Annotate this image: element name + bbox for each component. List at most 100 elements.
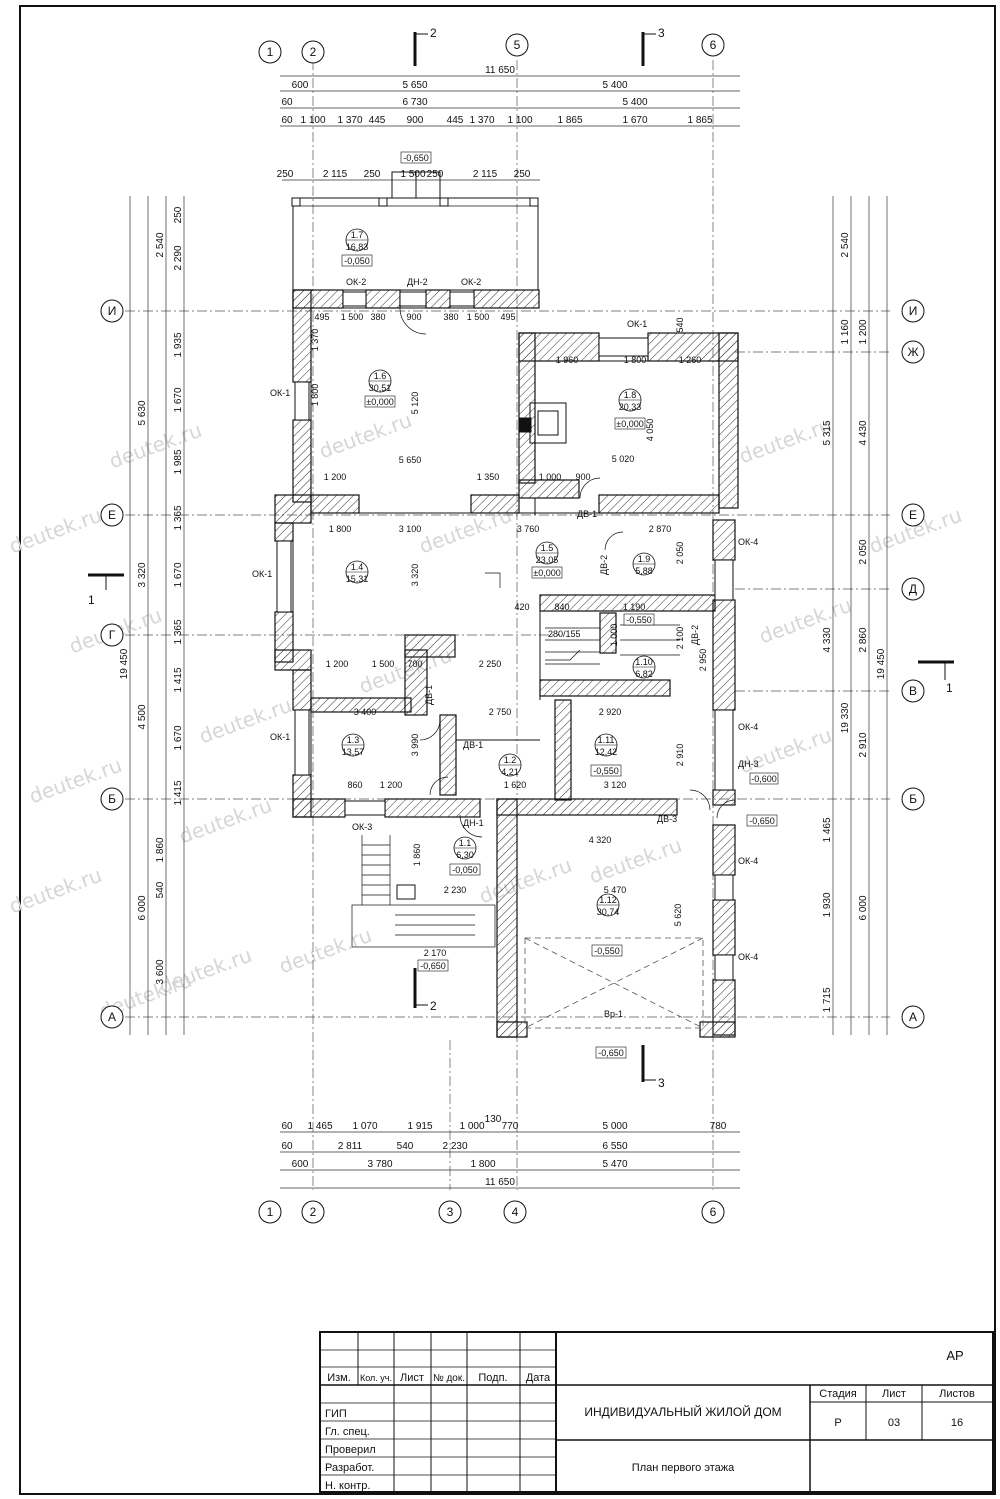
tb-header: № док. — [433, 1373, 465, 1384]
dimension: 1 370 — [337, 115, 362, 126]
window-label: ОК-1 — [627, 319, 647, 329]
dimension: 1 860 — [155, 837, 166, 862]
dimension: 2 100 — [675, 627, 685, 650]
room-number: 1.12 — [599, 895, 617, 905]
dimension: 5 400 — [622, 97, 647, 108]
dimension: 700 — [407, 659, 422, 669]
dimension: 3 760 — [517, 524, 540, 534]
watermark: deutek.ru — [756, 593, 855, 649]
dimension: 1 930 — [822, 892, 833, 917]
dimension: 5 650 — [399, 455, 422, 465]
dimension: 250 — [427, 169, 444, 180]
dimension: 1 365 — [173, 619, 184, 644]
tb-code: АР — [946, 1348, 963, 1363]
door-label: ДН-2 — [407, 277, 428, 287]
dimension: 2 170 — [424, 948, 447, 958]
room-number: 1.1 — [459, 838, 472, 848]
room-number: 1.4 — [351, 562, 364, 572]
dimension: 380 — [443, 312, 458, 322]
axis-label: 4 — [512, 1205, 519, 1219]
dimension: 1 500 — [372, 659, 395, 669]
room-level: -0,050 — [344, 256, 370, 266]
room-number: 1.5 — [541, 543, 554, 553]
dimension: 3 990 — [410, 734, 420, 757]
bottom-dimension-lines — [280, 1131, 740, 1189]
dimension: 130 — [485, 1114, 502, 1125]
dimension: 1 070 — [352, 1121, 377, 1132]
dimension: 1 985 — [173, 449, 184, 474]
section-marks — [88, 32, 954, 1082]
dimension: 540 — [155, 881, 166, 898]
dimension: 250 — [364, 169, 381, 180]
door-label: ДВ-1 — [577, 509, 597, 519]
door-label: ДН-3 — [738, 759, 759, 769]
dimension: 2 811 — [338, 1141, 363, 1152]
dimension: 1 160 — [840, 319, 851, 344]
dimension: 3 780 — [367, 1159, 392, 1170]
dimension: 2 115 — [323, 169, 348, 180]
dimension: 495 — [314, 312, 329, 322]
dimension: 2 050 — [858, 539, 869, 564]
room-number: 1.3 — [347, 735, 360, 745]
dimension: 1 415 — [173, 780, 184, 805]
dimension: 250 — [514, 169, 531, 180]
garage-gate — [524, 937, 704, 1029]
dimension: 5 000 — [602, 1121, 627, 1132]
room-number: 1.10 — [635, 657, 653, 667]
dimension: 3 320 — [137, 562, 148, 587]
room-number: 1.6 — [374, 371, 387, 381]
dimension: 1 800 — [310, 384, 320, 407]
dimension: 3 400 — [354, 707, 377, 717]
room-number: 1.9 — [638, 554, 651, 564]
dimension: 3 600 — [155, 959, 166, 984]
dimension: 6 730 — [402, 97, 427, 108]
porch-frame — [291, 171, 539, 291]
dimension: 3 320 — [410, 564, 420, 587]
room-number: 1.11 — [598, 735, 615, 745]
tb-role: Разработ. — [325, 1462, 374, 1474]
dimension: 1 670 — [173, 387, 184, 412]
window-label: ОК-1 — [270, 732, 290, 742]
level: -0,650 — [598, 1048, 624, 1058]
axis-label: 2 — [310, 45, 317, 59]
dimension: 5 630 — [137, 400, 148, 425]
dimension: 4 500 — [137, 704, 148, 729]
title-block-text: Изм. Кол. уч. Лист № док. Подп. Дата ГИП… — [325, 1348, 975, 1492]
tb-sheets-label: Листов — [939, 1388, 975, 1400]
dimension: 1 865 — [687, 115, 712, 126]
door-label: ДВ-3 — [657, 814, 677, 824]
dimension: 60 — [281, 1121, 293, 1132]
dimension: 900 — [407, 115, 424, 126]
dimension: 60 — [281, 1141, 293, 1152]
door-label: ДВ-2 — [599, 555, 609, 575]
dimension: 4 330 — [822, 627, 833, 652]
dimension: 5 400 — [602, 80, 627, 91]
dimension: 1 620 — [504, 780, 527, 790]
dimension: 2 910 — [675, 744, 685, 767]
dimension: 2 290 — [173, 245, 184, 270]
axis-label: 5 — [514, 38, 521, 52]
tb-header: Дата — [526, 1372, 551, 1384]
window-label: ОК-4 — [738, 537, 758, 547]
dimension: 445 — [447, 115, 464, 126]
dimension: 5 470 — [602, 1159, 627, 1170]
tb-role: Гл. спец. — [325, 1426, 370, 1438]
axis-label: Ж — [907, 345, 918, 359]
dimension: 840 — [554, 602, 569, 612]
dimension: 380 — [370, 312, 385, 322]
dimension: 19 450 — [876, 648, 887, 679]
dimension: 1 500 — [467, 312, 490, 322]
tb-project: ИНДИВИДУАЛЬНЫЙ ЖИЛОЙ ДОМ — [584, 1404, 781, 1419]
tb-header: Кол. уч. — [360, 1373, 392, 1383]
dimension: 1 935 — [173, 332, 184, 357]
opening-labels: ОК-2 ДН-2 ОК-2 ОК-1 ОК-1 ОК-1 ОК-1 ОК-3 … — [252, 277, 759, 1019]
dimension: 6 000 — [858, 895, 869, 920]
dimension: 780 — [710, 1121, 727, 1132]
dimension: 5 315 — [822, 420, 833, 445]
watermark: deutek.ru — [736, 413, 835, 469]
section-label: 2 — [430, 999, 437, 1013]
tb-header: Лист — [400, 1372, 424, 1384]
title-block — [319, 1331, 994, 1493]
axis-label: 6 — [710, 38, 717, 52]
